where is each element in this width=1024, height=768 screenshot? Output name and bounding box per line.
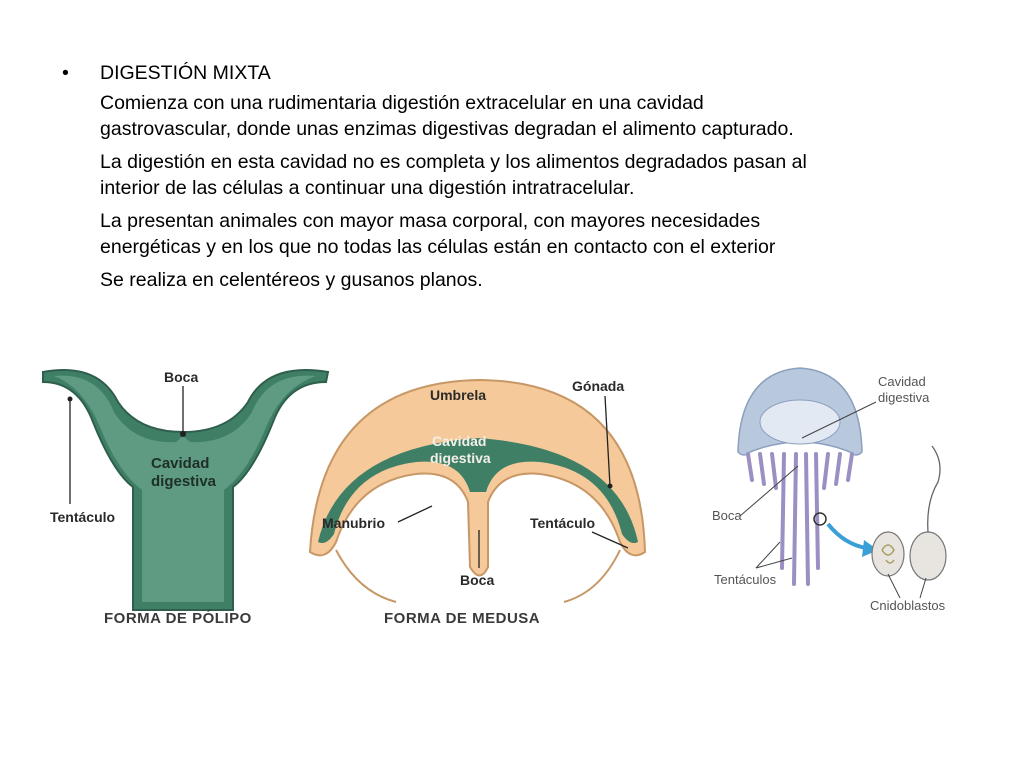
medusa-right-tentacle [563, 549, 621, 603]
paragraph-line: Se realiza en celentéreos y gusanos plan… [100, 269, 483, 291]
cnidoblast-leader-1 [887, 573, 901, 599]
slide-text: • DIGESTIÓN MIXTA Comienza con una rudim… [62, 60, 962, 300]
jelly-arrow-head [862, 540, 878, 557]
polyp-caption: FORMA DE PÓLIPO [104, 609, 252, 627]
jelly-boca-leader [739, 465, 799, 517]
medusa-left-tentacle [335, 549, 397, 603]
jelly-magnify-circle [813, 512, 827, 526]
jelly-tentaculos-leader-1 [755, 541, 781, 569]
paragraph-line: La digestión en esta cavidad no es compl… [100, 151, 807, 173]
medusa-diagram: Umbrela Gónada Cavidad digestiva Manubri… [308, 378, 647, 627]
polyp-label-tentaculo: Tentáculo [50, 509, 115, 525]
jelly-label-cavidad-2: digestiva [878, 390, 930, 405]
paragraph-line: Comienza con una rudimentaria digestión … [100, 92, 704, 114]
cnidoblast-right [909, 531, 947, 581]
cnidoblast-left-coil [881, 544, 895, 564]
paragraph-1: Comienza con una rudimentaria digestión … [100, 90, 962, 142]
jelly-tentacles [746, 452, 854, 586]
jelly-label-cavidad-1: Cavidad [878, 374, 926, 389]
medusa-label-umbrela: Umbrela [430, 387, 486, 403]
medusa-label-boca: Boca [460, 572, 494, 588]
jelly-label-boca: Boca [712, 508, 742, 523]
medusa-gonada-dot [607, 483, 613, 489]
jelly-cavidad-leader [801, 401, 877, 439]
medusa-gonada-leader [604, 395, 611, 487]
cnidoblast-left [871, 531, 905, 577]
slide-heading: DIGESTIÓN MIXTA [100, 62, 271, 84]
medusa-tentaculo-leader [591, 531, 629, 549]
medusa-label-cavidad-1: Cavidad [432, 433, 486, 449]
jelly-arrow [826, 522, 867, 550]
polyp-diagram: Boca Cavidad digestiva Tentáculo FORMA D… [42, 369, 330, 627]
polyp-label-cavidad-1: Cavidad [151, 455, 209, 472]
medusa-label-cavidad-2: digestiva [430, 450, 491, 466]
medusa-caption: FORMA DE MEDUSA [384, 610, 540, 627]
cnidoblast-leader-2 [919, 577, 927, 599]
jelly-label-cnidoblastos: Cnidoblastos [870, 598, 946, 613]
jellyfish-diagram: Cavidad digestiva Boca Tentáculos Cnidob… [712, 367, 947, 613]
jelly-label-tentaculos: Tentáculos [714, 572, 777, 587]
polyp-cavity [54, 375, 316, 602]
polyp-label-boca: Boca [164, 369, 198, 385]
jelly-cavity [759, 399, 841, 445]
paragraph-4: Se realiza en celentéreos y gusanos plan… [100, 267, 962, 293]
paragraph-line: energéticas y en los que no todas las cé… [100, 236, 776, 258]
paragraph-3: La presentan animales con mayor masa cor… [100, 208, 962, 260]
cnidoblast-thread [927, 445, 941, 533]
jelly-tentaculos-leader-2 [755, 557, 793, 569]
polyp-label-cavidad-2: digestiva [151, 473, 217, 490]
bullet-symbol: • [62, 62, 69, 84]
paragraph-line: gastrovascular, donde unas enzimas diges… [100, 118, 794, 140]
heading-row: • DIGESTIÓN MIXTA [62, 60, 962, 86]
medusa-manubrio-leader [397, 505, 433, 523]
medusa-label-tentaculo: Tentáculo [530, 515, 595, 531]
medusa-label-gonada: Gónada [572, 378, 624, 394]
paragraph-line: La presentan animales con mayor masa cor… [100, 210, 761, 232]
medusa-label-manubrio: Manubrio [322, 515, 385, 531]
polyp-mouth-dot [180, 431, 186, 437]
medusa-cavity [318, 438, 638, 543]
paragraph-line: interior de las células a continuar una … [100, 177, 635, 199]
paragraph-2: La digestión en esta cavidad no es compl… [100, 149, 962, 201]
